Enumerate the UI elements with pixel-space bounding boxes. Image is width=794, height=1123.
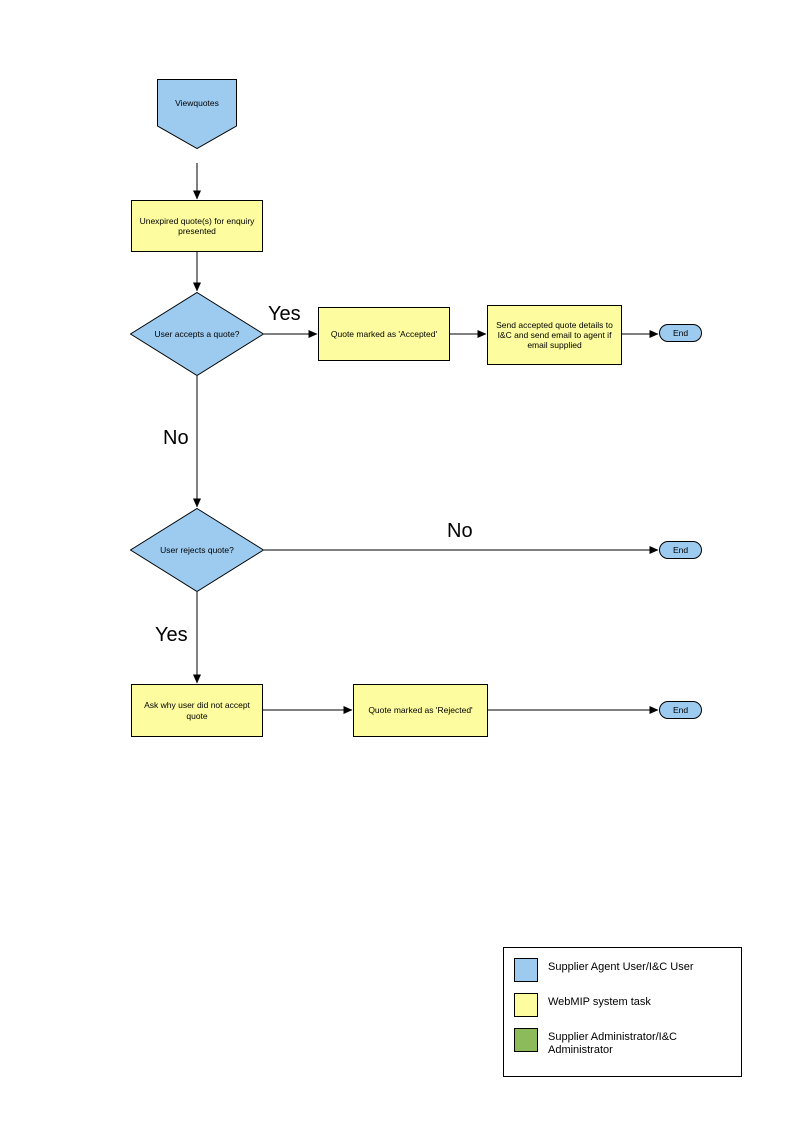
- diamond-shape: [130, 292, 264, 376]
- process-node-send-accepted-quote-details[interactable]: Send accepted quote details to I&C and s…: [487, 305, 622, 365]
- terminator-node-end-no-reject[interactable]: End: [659, 541, 702, 559]
- legend-swatch-green: [514, 1028, 538, 1052]
- process-node-label: Ask why user did not accept quote: [144, 700, 250, 721]
- diamond-shape: [130, 508, 264, 592]
- process-node-quote-marked-rejected[interactable]: Quote marked as 'Rejected': [353, 684, 488, 737]
- edge-label-no-rejects: No: [447, 520, 473, 542]
- terminator-node-label: End: [672, 704, 689, 715]
- legend-swatch-blue: [514, 958, 538, 982]
- process-node-ask-why-not-accepted[interactable]: Ask why user did not accept quote: [131, 684, 263, 737]
- legend-label: WebMIP system task: [548, 996, 651, 1008]
- process-node-unexpired-quotes[interactable]: Unexpired quote(s) for enquiry presented: [131, 200, 263, 252]
- decision-node-user-accepts-quote[interactable]: User accepts a quote?: [130, 292, 264, 376]
- legend-label: Supplier Agent User/I&C User: [548, 961, 694, 973]
- legend-item-supplier-agent-user: Supplier Agent User/I&C User: [514, 958, 733, 982]
- process-node-quote-marked-accepted[interactable]: Quote marked as 'Accepted': [318, 307, 450, 361]
- terminator-node-label: End: [672, 544, 689, 555]
- process-node-label: Quote marked as 'Accepted': [330, 328, 438, 339]
- process-node-label: Send accepted quote details to I&C and s…: [496, 319, 613, 350]
- process-node-label: Unexpired quote(s) for enquiry presented: [139, 215, 255, 236]
- terminator-node-label: End: [672, 327, 689, 338]
- terminator-node-end-accepted[interactable]: End: [659, 324, 702, 342]
- decision-node-user-rejects-quote[interactable]: User rejects quote?: [130, 508, 264, 592]
- legend-label: Supplier Administrator/I&C Administrator: [548, 1031, 677, 1057]
- decision-node-label: User accepts a quote?: [154, 328, 240, 339]
- edge-label-no-accepts: No: [163, 427, 189, 449]
- legend-swatch-yellow: [514, 993, 538, 1017]
- edge-label-yes-rejects: Yes: [155, 624, 188, 646]
- edge-label-yes-accepts: Yes: [268, 303, 301, 325]
- start-node-viewquotes[interactable]: Viewquotes: [157, 79, 237, 149]
- legend-item-webmip-system-task: WebMIP system task: [514, 993, 733, 1017]
- start-node-label: Viewquotes: [175, 97, 219, 108]
- pentagon-shape: [157, 79, 237, 149]
- terminator-node-end-rejected[interactable]: End: [659, 701, 702, 719]
- legend-panel: Supplier Agent User/I&C User WebMIP syst…: [503, 947, 742, 1077]
- legend-item-supplier-administrator: Supplier Administrator/I&C Administrator: [514, 1028, 733, 1058]
- decision-node-label: User rejects quote?: [160, 544, 234, 555]
- process-node-label: Quote marked as 'Rejected': [368, 705, 473, 716]
